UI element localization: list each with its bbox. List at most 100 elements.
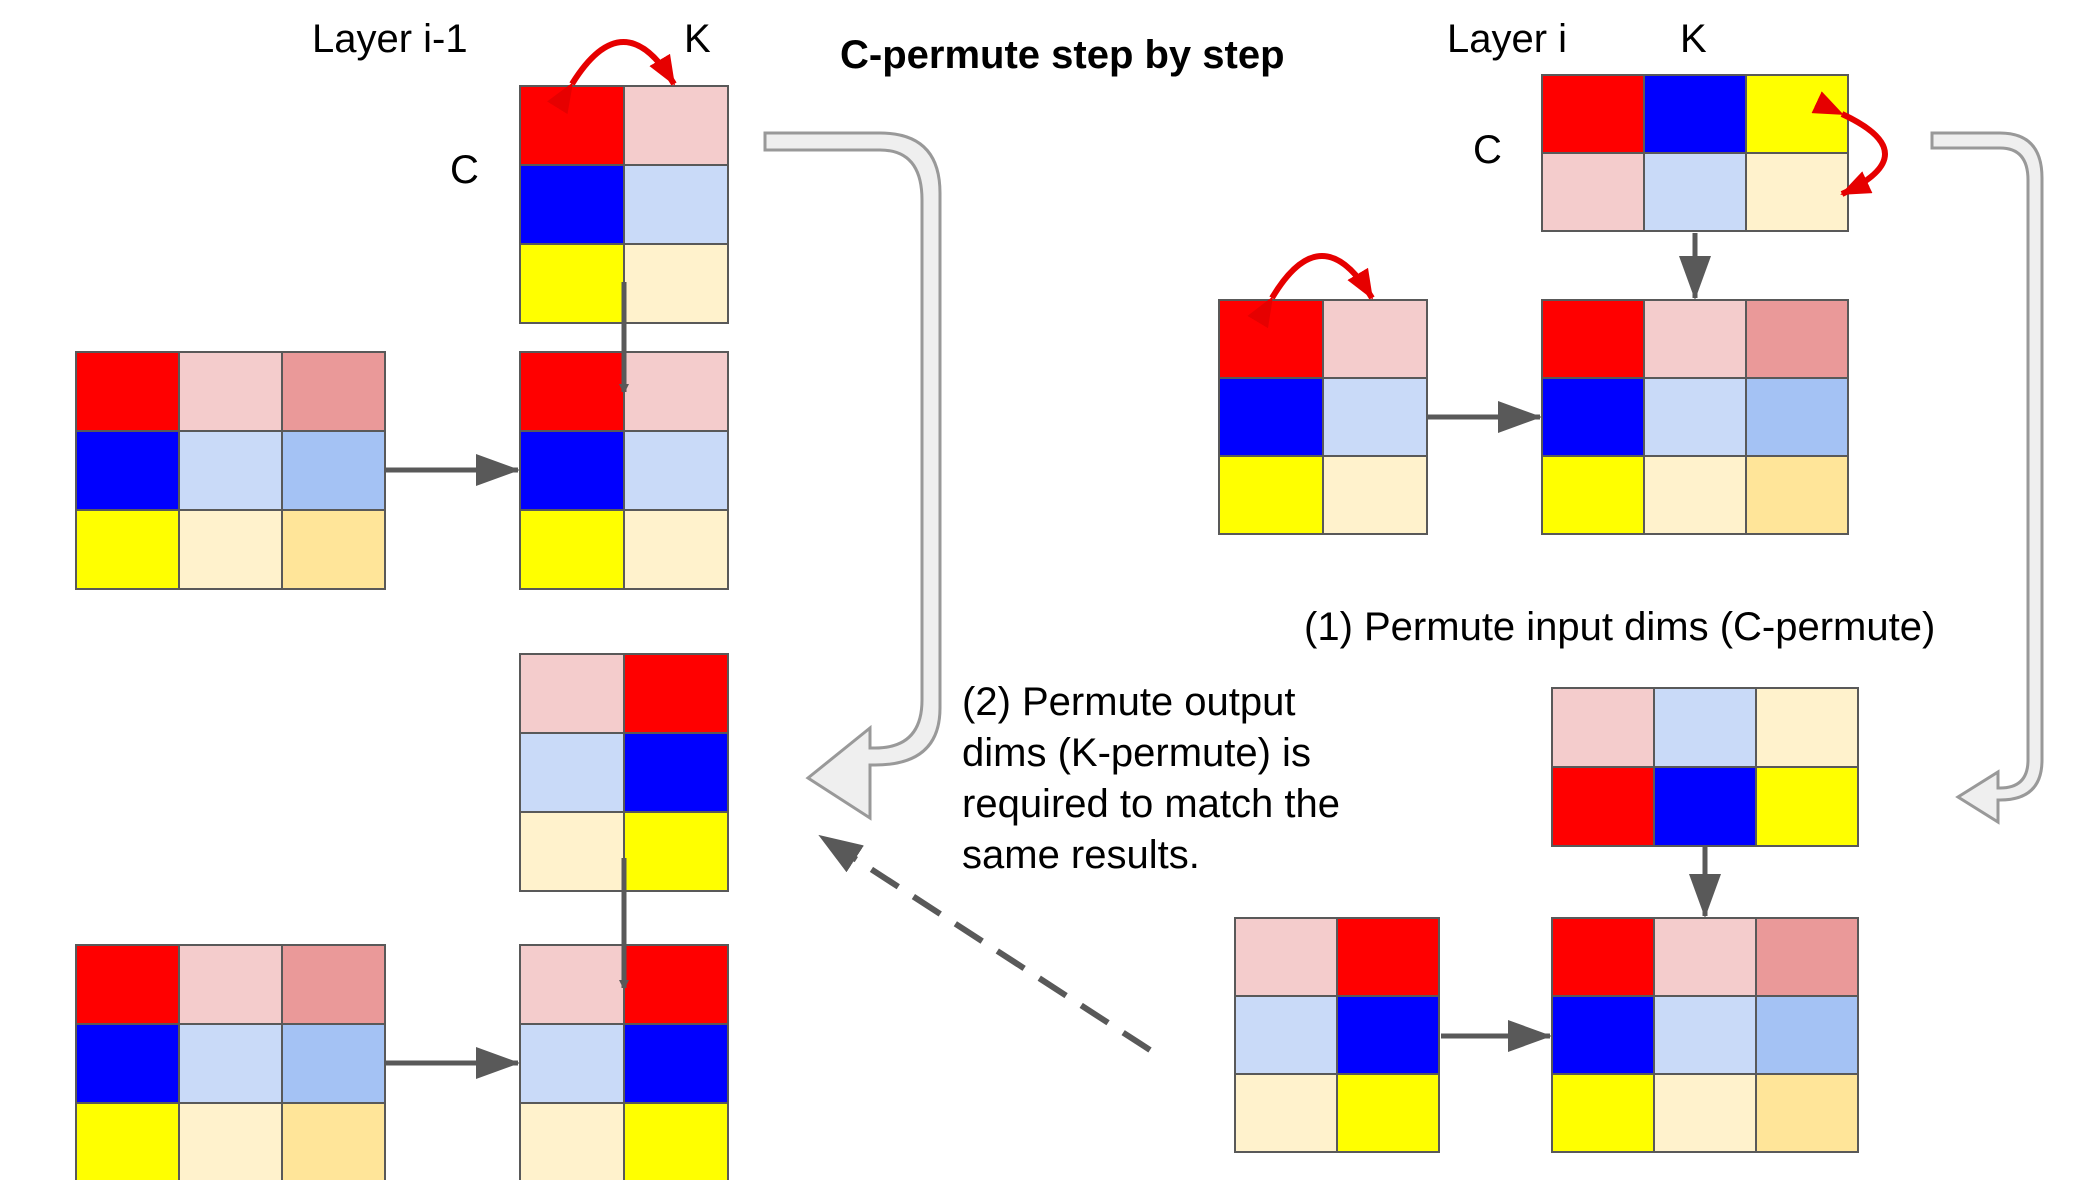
grid-cell-red-light bbox=[623, 351, 729, 432]
grid-cell-blue bbox=[1643, 74, 1747, 154]
grid-cell-blue bbox=[623, 732, 729, 813]
grid-cell-red-light bbox=[178, 351, 283, 432]
grid-cell-red-mid bbox=[281, 351, 386, 432]
grid-cell-yellow bbox=[623, 811, 729, 892]
grid-cell-red-mid bbox=[1755, 917, 1859, 997]
grid-cell-blue bbox=[1336, 995, 1440, 1075]
grid-cell-blue-light bbox=[1643, 377, 1747, 457]
step2-caption-line-1: (2) Permute output bbox=[962, 680, 1296, 724]
grid-cell-red bbox=[1551, 917, 1655, 997]
grid-cell-yellow-light bbox=[1322, 455, 1428, 535]
grid-cell-blue-light bbox=[519, 1023, 625, 1104]
grid-cell-red bbox=[1218, 299, 1324, 379]
grid-cell-red bbox=[75, 944, 180, 1025]
grid-cell-blue bbox=[519, 430, 625, 511]
grid-cell-red bbox=[1551, 766, 1655, 847]
grid-cell-blue bbox=[1218, 377, 1324, 457]
grid-cell-blue-light bbox=[1322, 377, 1428, 457]
step2-caption-line-4: same results. bbox=[962, 833, 1200, 877]
grid-cell-blue-light bbox=[1234, 995, 1338, 1075]
grid-cell-red bbox=[519, 351, 625, 432]
grid-cell-blue bbox=[623, 1023, 729, 1104]
grid-cell-yellow-light bbox=[1745, 152, 1849, 232]
swap-arrow-right-input bbox=[1247, 253, 1375, 329]
grid-cell-blue-mid bbox=[281, 1023, 386, 1104]
grid-cell-yellow-light bbox=[1653, 1073, 1757, 1153]
right-output-bottom bbox=[1551, 917, 1859, 1153]
grid-cell-blue-mid bbox=[1745, 377, 1849, 457]
layer-i-label: Layer i bbox=[1447, 17, 1567, 61]
grid-cell-yellow-light bbox=[1755, 687, 1859, 768]
grid-cell-yellow bbox=[1755, 766, 1859, 847]
grid-cell-red-light bbox=[1541, 152, 1645, 232]
k-label-right: K bbox=[1680, 17, 1707, 61]
grid-cell-red-mid bbox=[281, 944, 386, 1025]
right-output-top bbox=[1541, 299, 1849, 535]
grid-cell-yellow-mid bbox=[1745, 455, 1849, 535]
right-input-top bbox=[1218, 299, 1428, 535]
grid-cell-yellow bbox=[623, 1102, 729, 1180]
grid-cell-yellow-light bbox=[519, 1102, 625, 1180]
grid-cell-red bbox=[623, 653, 729, 734]
grid-cell-red-mid bbox=[1745, 299, 1849, 379]
grid-cell-yellow-light bbox=[519, 811, 625, 892]
grid-cell-red bbox=[1541, 299, 1645, 379]
grid-cell-yellow bbox=[1218, 455, 1324, 535]
grid-cell-yellow bbox=[1745, 74, 1849, 154]
left-weight-bottom bbox=[519, 653, 729, 892]
grid-cell-yellow bbox=[519, 243, 625, 324]
grid-cell-yellow bbox=[75, 1102, 180, 1180]
grid-cell-red bbox=[1336, 917, 1440, 997]
grid-cell-yellow bbox=[75, 509, 180, 590]
grid-cell-yellow bbox=[1541, 455, 1645, 535]
grid-cell-blue bbox=[75, 430, 180, 511]
grid-cell-yellow-mid bbox=[1755, 1073, 1859, 1153]
right-weight-top bbox=[1541, 74, 1849, 232]
dashed-arrow bbox=[818, 833, 1152, 1053]
grid-cell-yellow bbox=[519, 509, 625, 590]
swap-arrow-left-k bbox=[547, 39, 677, 115]
grid-cell-yellow bbox=[1551, 1073, 1655, 1153]
left-input-top bbox=[75, 351, 386, 590]
grid-cell-yellow-light bbox=[623, 243, 729, 324]
left-output-top bbox=[519, 351, 729, 590]
grid-cell-blue-light bbox=[1653, 995, 1757, 1075]
grid-cell-blue-light bbox=[519, 732, 625, 813]
grid-cell-yellow-light bbox=[623, 509, 729, 590]
grid-cell-blue-light bbox=[623, 430, 729, 511]
grid-cell-blue-light bbox=[178, 430, 283, 511]
step2-caption-line-2: dims (K-permute) is bbox=[962, 731, 1311, 775]
swap-arrow-right-c bbox=[1811, 91, 1888, 197]
grid-cell-yellow-light bbox=[178, 1102, 283, 1180]
big-curved-arrow-left bbox=[763, 131, 942, 821]
left-output-bottom bbox=[519, 944, 729, 1180]
step1-caption: (1) Permute input dims (C-permute) bbox=[1304, 605, 1935, 649]
grid-cell-blue-mid bbox=[281, 430, 386, 511]
grid-cell-blue-light bbox=[178, 1023, 283, 1104]
grid-cell-red-light bbox=[519, 653, 625, 734]
grid-cell-red-light bbox=[1653, 917, 1757, 997]
grid-cell-red-light bbox=[1551, 687, 1655, 768]
k-label-left: K bbox=[684, 17, 711, 61]
layer-i-minus-1-label: Layer i-1 bbox=[312, 17, 468, 61]
grid-cell-red-light bbox=[178, 944, 283, 1025]
big-curved-arrow-right bbox=[1930, 131, 2044, 825]
grid-cell-blue-light bbox=[623, 164, 729, 245]
grid-cell-yellow-light bbox=[1643, 455, 1747, 535]
grid-cell-blue bbox=[519, 164, 625, 245]
grid-cell-red-light bbox=[1234, 917, 1338, 997]
right-input-bottom bbox=[1234, 917, 1440, 1153]
grid-cell-blue bbox=[1653, 766, 1757, 847]
grid-cell-red bbox=[519, 85, 625, 166]
grid-cell-blue bbox=[1551, 995, 1655, 1075]
grid-cell-blue-light bbox=[1643, 152, 1747, 232]
diagram-title: C-permute step by step bbox=[840, 33, 1285, 77]
grid-cell-blue bbox=[1541, 377, 1645, 457]
grid-cell-yellow bbox=[1336, 1073, 1440, 1153]
c-label-left: C bbox=[450, 148, 479, 192]
grid-cell-yellow-light bbox=[178, 509, 283, 590]
grid-cell-blue-light bbox=[1653, 687, 1757, 768]
c-label-right: C bbox=[1473, 128, 1502, 172]
grid-cell-yellow-light bbox=[1234, 1073, 1338, 1153]
